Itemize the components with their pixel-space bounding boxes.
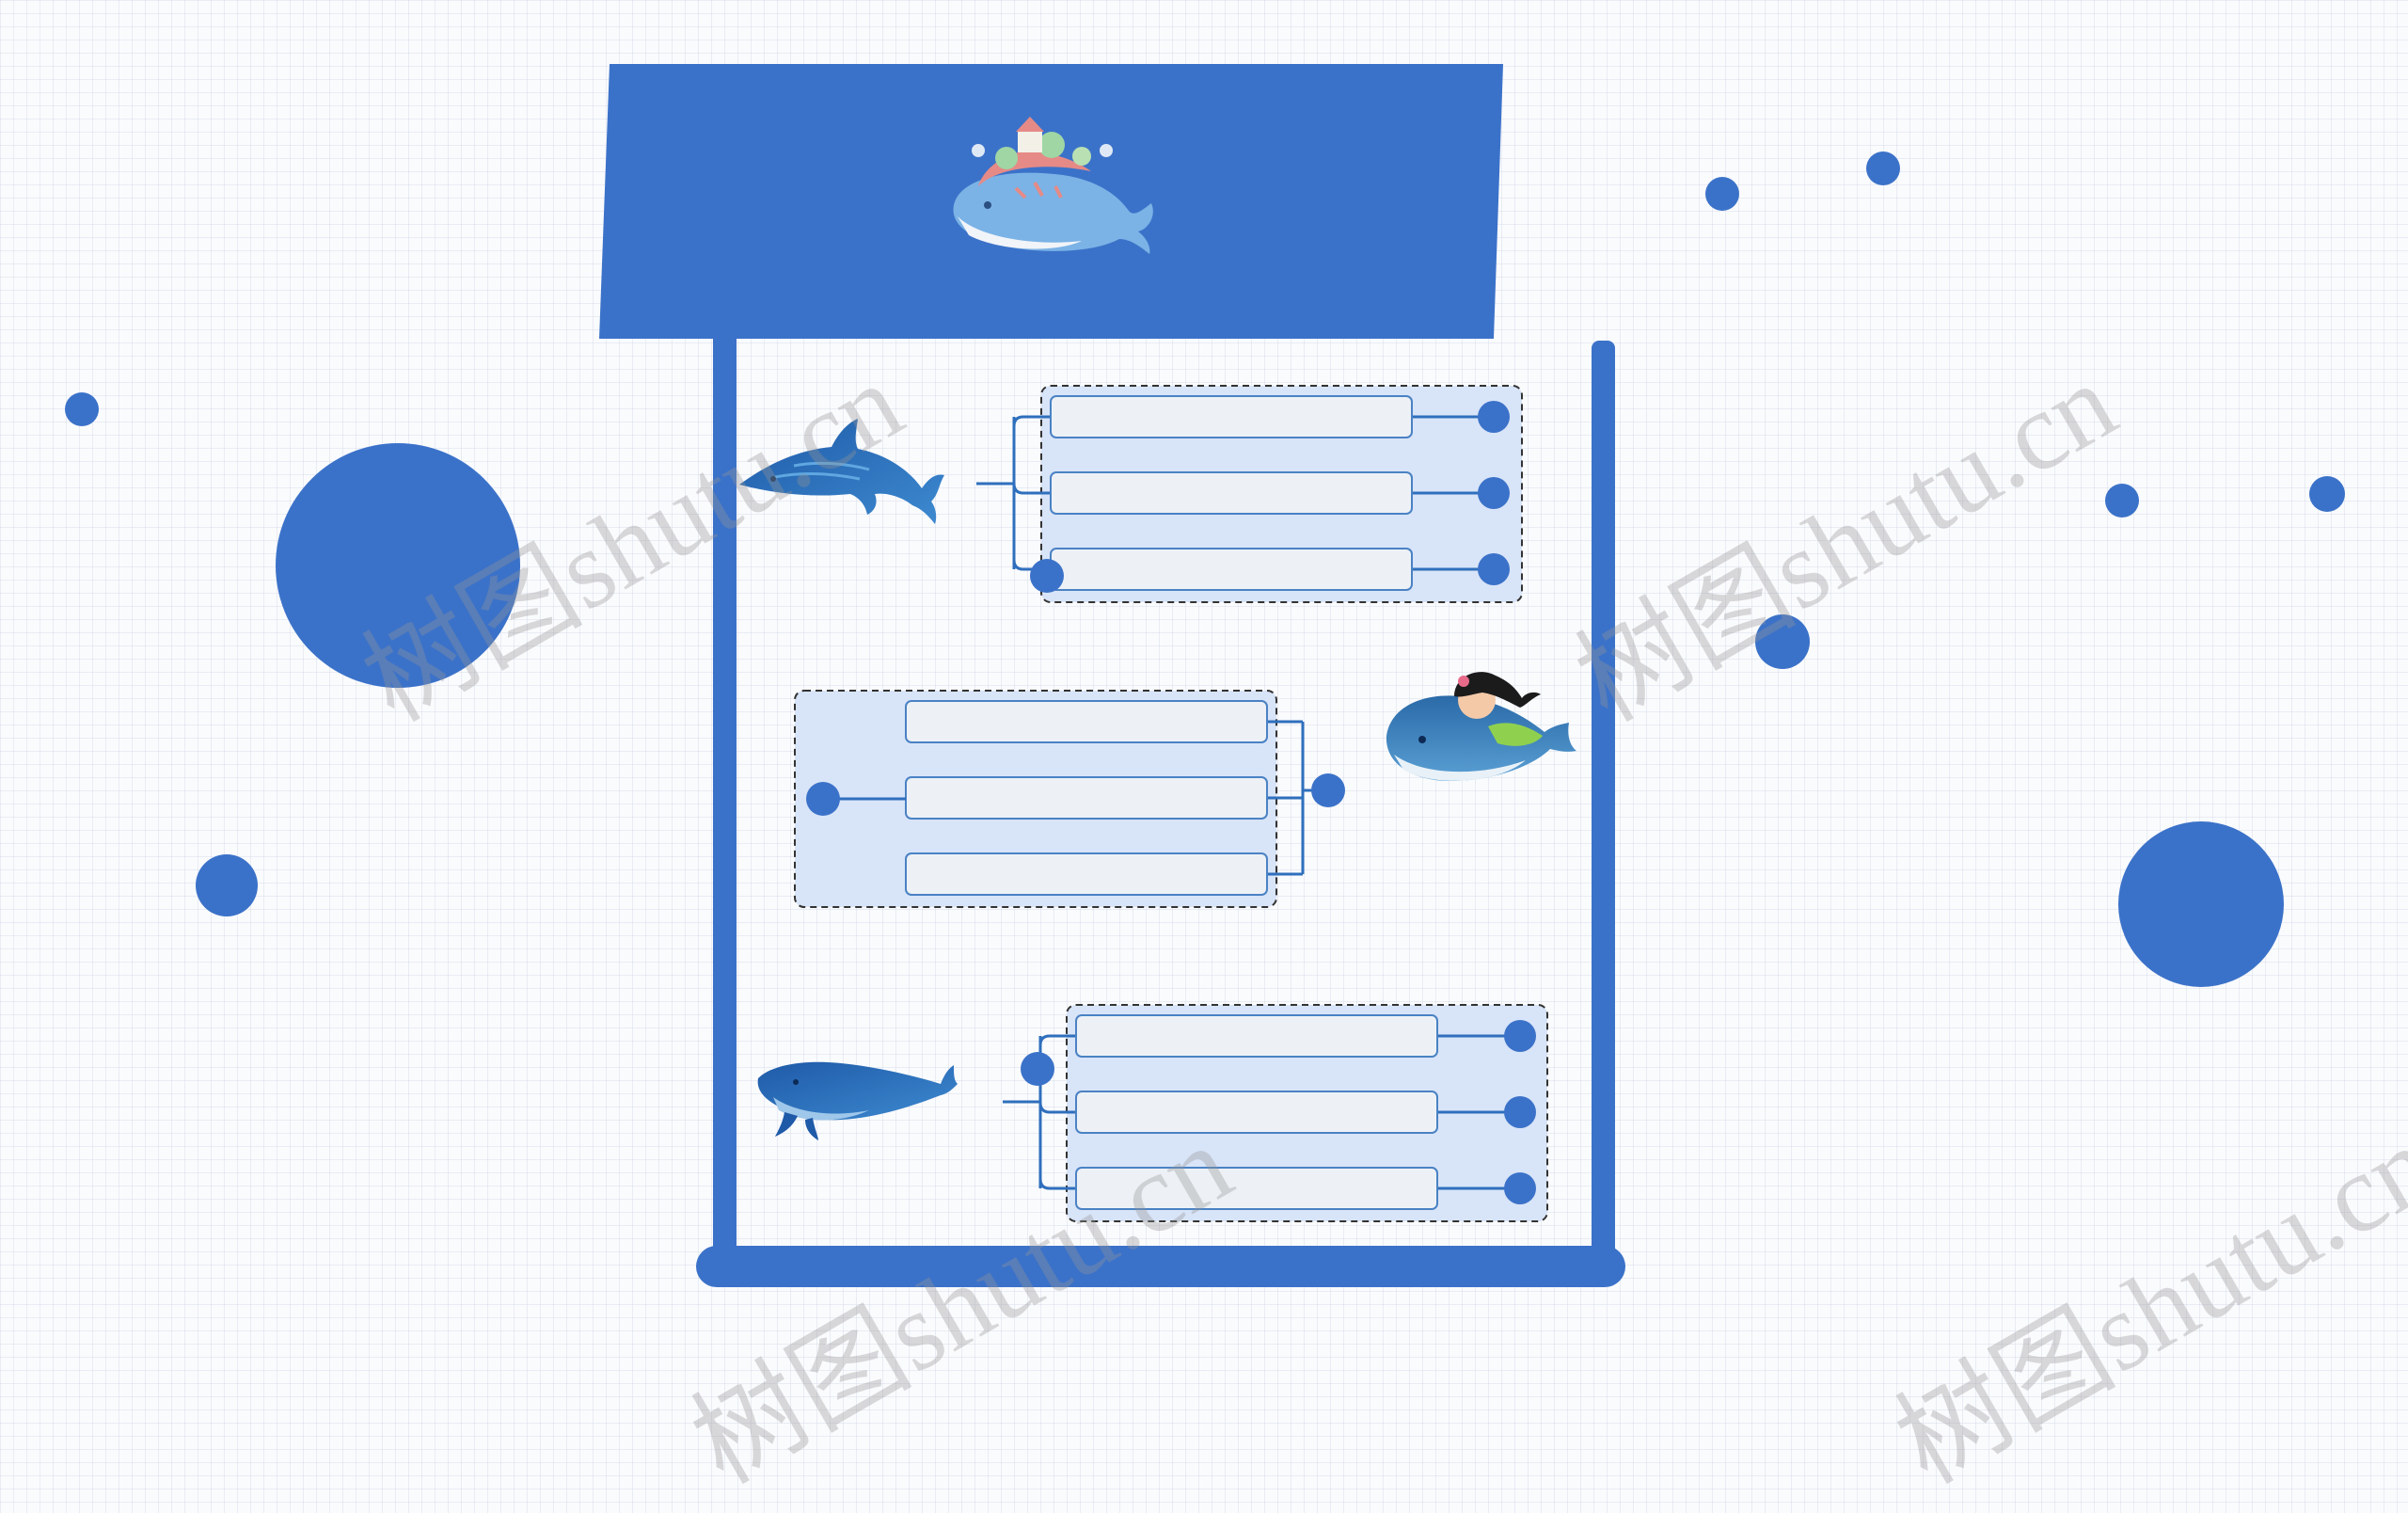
node-dot <box>1478 477 1510 509</box>
diagram-group-1 <box>976 385 1523 603</box>
dot-small <box>196 854 258 916</box>
dot-small <box>1705 177 1739 211</box>
dolphin-icon <box>739 419 944 524</box>
dot-small <box>2309 476 2345 512</box>
root-dot <box>1021 1052 1054 1086</box>
dot-medium <box>1755 614 1810 669</box>
diagram-group-3 <box>1003 1004 1548 1222</box>
frame-left-wall <box>713 339 737 1256</box>
root-dot <box>806 782 840 816</box>
island-whale-icon <box>953 117 1153 254</box>
text-box[interactable] <box>905 700 1268 743</box>
dot-small <box>65 392 99 426</box>
blue-whale-icon <box>757 1061 958 1140</box>
node-dot <box>1504 1096 1536 1128</box>
text-box[interactable] <box>1050 548 1413 591</box>
node-dot <box>1504 1020 1536 1052</box>
slide-canvas <box>65 64 2345 1287</box>
root-dot <box>1311 773 1345 807</box>
text-box[interactable] <box>905 776 1268 820</box>
dot-large <box>276 443 520 688</box>
node-dot <box>1504 1172 1536 1204</box>
frame-right-wall <box>1592 341 1615 1256</box>
text-box[interactable] <box>1075 1014 1438 1058</box>
node-dot <box>1478 553 1510 585</box>
text-box[interactable] <box>1075 1091 1438 1134</box>
groups-layer <box>794 385 1548 1222</box>
text-box[interactable] <box>1050 471 1413 515</box>
text-box[interactable] <box>1075 1167 1438 1210</box>
dot-small <box>2105 484 2139 518</box>
dot-large <box>2118 821 2284 987</box>
text-box[interactable] <box>1050 395 1413 438</box>
frame-base <box>696 1246 1625 1287</box>
node-dot <box>1478 401 1510 433</box>
text-box[interactable] <box>905 852 1268 896</box>
root-dot <box>1030 559 1064 593</box>
decorative-dots <box>65 151 2345 987</box>
dot-small <box>1866 151 1900 185</box>
girl-riding-whale-icon <box>1386 672 1576 781</box>
diagram-group-2 <box>794 690 1345 908</box>
